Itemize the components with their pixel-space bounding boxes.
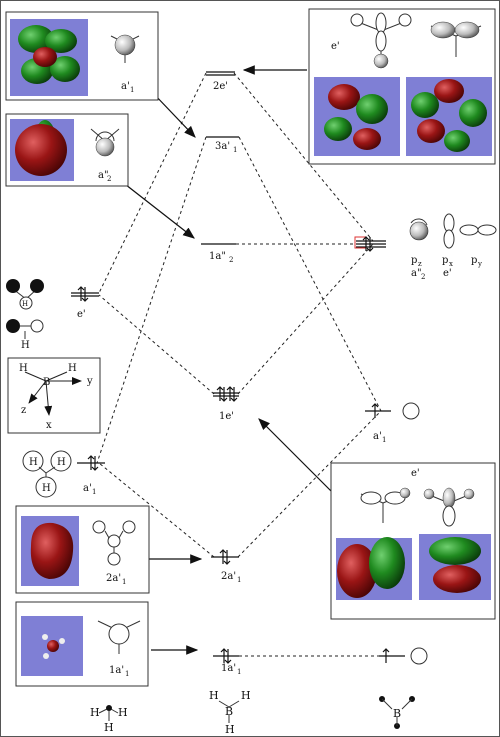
h-label: H <box>22 300 28 308</box>
h-atom-dot <box>59 638 65 644</box>
p-orbital-model <box>350 12 412 69</box>
label-2a1-sub: 1 <box>122 578 126 586</box>
level-2a1-label: 2a' <box>221 571 236 582</box>
label-a2: a" <box>98 170 109 181</box>
axis-y-label: y <box>86 376 93 387</box>
orbital-lobe <box>328 84 360 110</box>
label-a1: a' <box>121 81 130 92</box>
foot-h: H <box>209 689 219 702</box>
footer-b <box>379 696 415 729</box>
level-1e-label: 1e' <box>219 411 234 422</box>
orbital-lobe <box>30 522 74 579</box>
orbital-lobe <box>459 99 487 127</box>
label-a1-right-sub: 1 <box>382 436 386 444</box>
p-y-sub: y <box>477 260 482 268</box>
bh3-model <box>97 620 141 654</box>
level-2e-label: 2e' <box>213 81 228 92</box>
level-3a1-sub: 1 <box>233 146 237 154</box>
h-label: H <box>42 483 51 494</box>
orbital-lobe <box>47 640 59 652</box>
label-e: e' <box>331 41 340 52</box>
axis-z-label: z <box>21 405 26 416</box>
p-x-sub: x <box>449 260 453 268</box>
p-x-label: p <box>442 255 448 266</box>
p-y-label: p <box>471 255 477 266</box>
label-1a1: 1a' <box>109 665 124 676</box>
orbital-lobe <box>33 47 57 67</box>
level-1a2-sub: 2 <box>229 256 233 264</box>
s-orbital-circle <box>402 402 420 420</box>
axis-h-label: H <box>68 363 77 374</box>
bh3-model <box>110 34 140 63</box>
orbital-lobe <box>45 29 77 53</box>
label-a2-sub: 2 <box>107 175 111 183</box>
label-a1-left-sub: 1 <box>92 488 96 496</box>
level-1a1-label: 1a' <box>221 663 236 674</box>
axes-diagram <box>24 371 82 416</box>
foot-h: H <box>90 706 100 719</box>
bh3-model <box>90 128 120 157</box>
orbital-lobe <box>434 79 464 103</box>
footer-h3 <box>98 705 119 721</box>
orbital-lobe <box>356 94 388 124</box>
orbital-lobe <box>417 119 445 143</box>
level-1a2-label: 1a" <box>209 251 226 262</box>
orbital-lobe <box>337 544 377 598</box>
level-3a1-label: 3a' <box>215 141 230 152</box>
orbital-lobe <box>369 537 405 589</box>
axis-h-label: H <box>19 363 28 374</box>
h-atom-dot <box>43 653 49 659</box>
correlation-lines <box>96 72 389 657</box>
foot-b: B <box>393 707 401 720</box>
footer-bh3 <box>218 700 240 723</box>
label-e-bottom: e' <box>411 468 420 479</box>
label-1a1-sub: 1 <box>125 670 129 678</box>
label-a1-sub: 1 <box>130 86 134 94</box>
axes-box <box>7 357 101 434</box>
label-2a1: 2a' <box>106 573 121 584</box>
p-orbitals <box>409 213 497 249</box>
foot-b: B <box>225 705 233 718</box>
p-a2-sub: 2 <box>421 273 425 281</box>
h-atom-dot <box>42 634 48 640</box>
p-a2-label: a" <box>411 268 422 279</box>
orbital-lobe <box>18 25 54 53</box>
orbital-lobe <box>444 130 470 152</box>
orbital-lobe <box>353 128 381 150</box>
h-label: H <box>29 457 38 468</box>
h3-model <box>92 520 136 566</box>
correlation-arrows <box>120 65 332 655</box>
p-e-label: e' <box>443 268 452 279</box>
p-z-label: p <box>411 255 417 266</box>
h-fragment-e <box>6 279 44 339</box>
h3-fragment <box>22 450 72 498</box>
h-label: H <box>21 340 30 351</box>
axis-x-label: x <box>46 420 52 431</box>
s-orbital-circle <box>410 647 428 665</box>
p-orbital-model <box>430 21 482 57</box>
foot-h: H <box>225 723 235 736</box>
foot-h: H <box>118 706 128 719</box>
p-orbital-model <box>360 487 411 523</box>
p-z-sub: z <box>418 260 422 268</box>
axis-b-label: B <box>43 377 50 388</box>
level-2a1-sub: 1 <box>237 576 241 584</box>
orbital-lobe <box>50 56 80 82</box>
h-label: H <box>57 457 66 468</box>
foot-h: H <box>241 689 251 702</box>
orbital-lobe <box>324 117 352 141</box>
orbital-lobe <box>15 124 67 176</box>
label-e-left: e' <box>77 309 86 320</box>
orbital-lobe <box>433 565 481 593</box>
electron-arrows <box>77 236 390 664</box>
label-a1-right: a' <box>373 431 382 442</box>
foot-h: H <box>104 721 114 734</box>
orbital-lobe <box>429 537 481 565</box>
p-orbital-model <box>423 487 475 527</box>
level-1a1-sub: 1 <box>237 668 241 676</box>
label-a1-left: a' <box>83 483 92 494</box>
orbital-lobe <box>411 92 439 118</box>
